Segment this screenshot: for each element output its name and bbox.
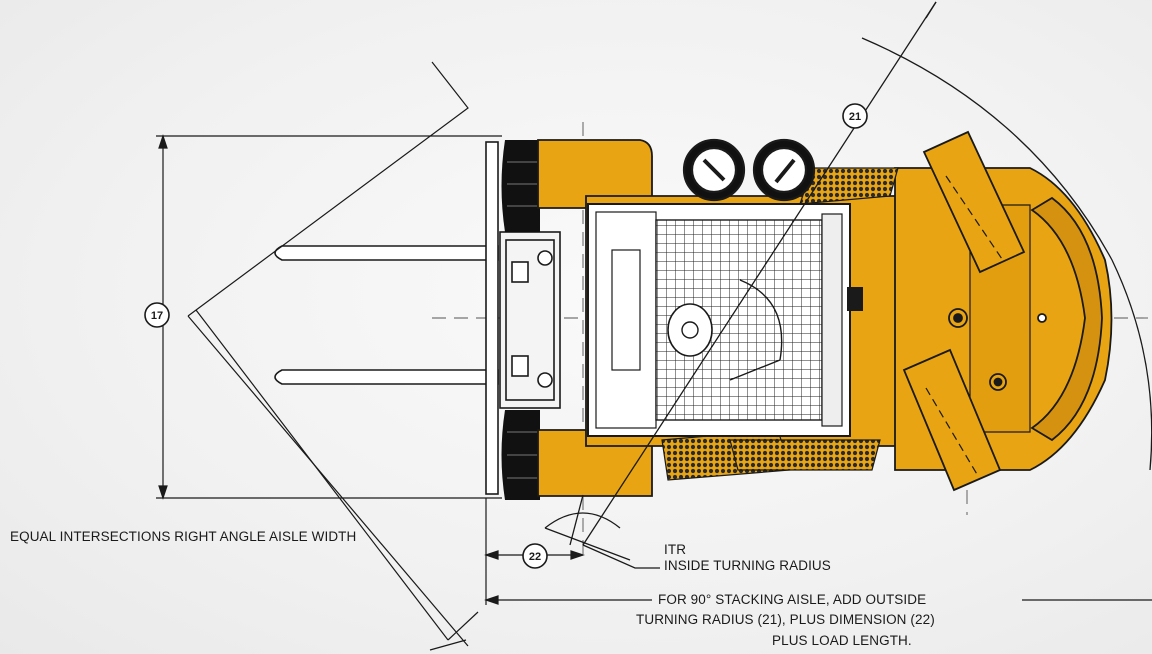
svg-text:17: 17 [151,310,163,322]
svg-text:22: 22 [529,551,541,563]
aisle-width-dimension [187,61,479,651]
carriage [485,141,561,495]
callout-17: 17 [144,302,170,328]
inside-turning-radius [544,494,660,569]
stacking-note-line1: FOR 90° STACKING AISLE, ADD OUTSIDE [658,592,927,607]
stacking-note-line2: TURNING RADIUS (21), PLUS DIMENSION (22) [636,612,935,627]
callout-22: 22 [522,543,548,569]
tank-gauges [682,138,816,202]
steer-tires [902,130,1026,492]
dimension-22 [484,498,1152,605]
itr-full-label: INSIDE TURNING RADIUS [664,558,831,573]
overhead-guard [587,203,863,437]
aisle-width-label: EQUAL INTERSECTIONS RIGHT ANGLE AISLE WI… [10,529,357,544]
dimension-17 [156,134,502,500]
forks [274,245,499,385]
itr-abbrev-label: ITR [664,542,687,557]
callout-21: 21 [842,103,868,129]
stacking-note-line3: PLUS LOAD LENGTH. [772,633,912,648]
front-tires [501,140,540,500]
svg-text:21: 21 [849,111,861,123]
outside-turning-radius [582,1,1152,546]
